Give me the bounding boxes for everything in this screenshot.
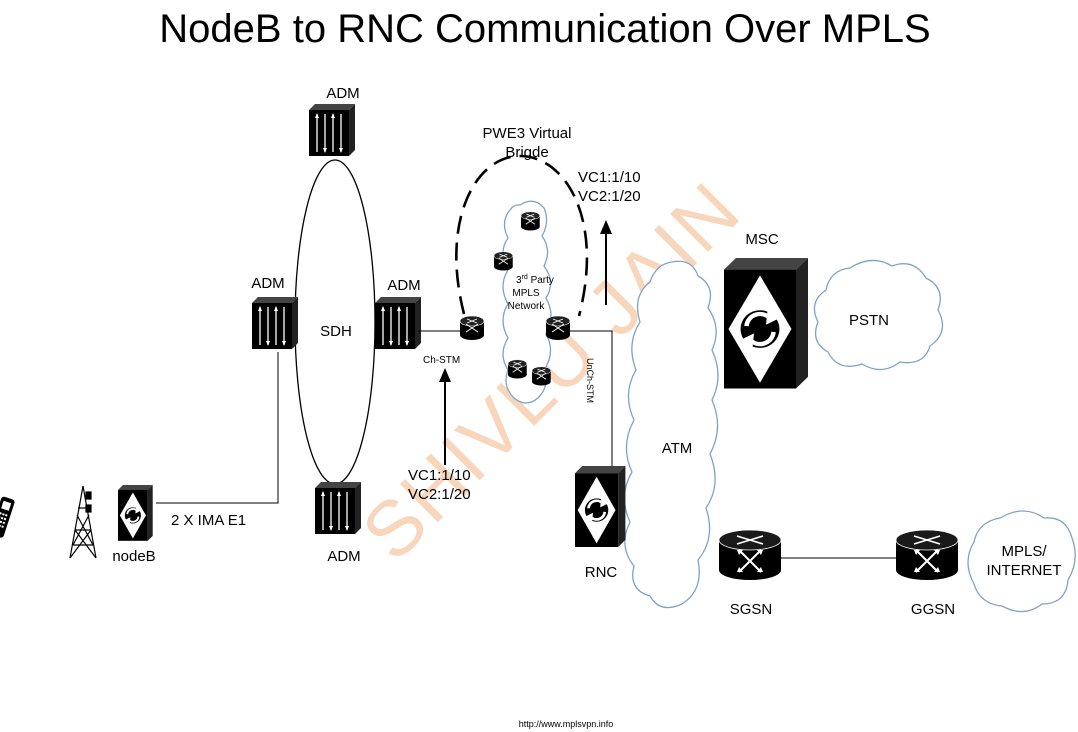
mpls-cloud-label-1: 3rd Party [516,274,554,286]
mpls-cloud-label-3: Network [508,301,546,312]
pstn-label: PSTN [849,312,889,329]
pwe3-virtual-bridge-arc [455,154,589,317]
adm-left-label: ADM [251,275,284,292]
pstn-cloud [813,259,944,371]
vc-right-arrowhead [600,220,612,234]
unch-stm-label: UnCh-STM [585,358,595,403]
ch-stm-label: Ch-STM [423,355,460,366]
ggsn-icon [895,529,959,581]
unch-stm-line [570,330,613,470]
diagram-title: NodeB to RNC Communication Over MPLS [159,7,930,51]
msc-icon [724,258,808,389]
ggsn-label: GGSN [911,601,955,618]
rnc-icon [573,464,627,549]
pe-router-right-icon [545,315,571,341]
footer-url[interactable]: http://www.mplsvpn.info [519,719,614,729]
nodeb-label: nodeB [112,548,155,565]
sgsn-label: SGSN [730,601,773,618]
ima-link-label: 2 X IMA E1 [171,512,246,529]
internet-label-1: MPLS/ [1001,543,1047,560]
internet-label-2: INTERNET [987,562,1062,579]
mpls-cloud-label-2: MPLS [512,288,540,299]
mobile-phone-icon [0,496,15,538]
sdh-label: SDH [320,323,352,340]
adm-top-icon [308,103,356,157]
router-icon [507,359,528,379]
adm-bottom-label: ADM [327,548,360,565]
internet-cloud [967,510,1076,613]
vc-left-arrowhead [439,368,451,382]
vc-left-line1: VC1:1/10 [408,467,471,484]
router-icon [520,211,541,231]
msc-label: MSC [745,231,779,248]
adm-left-icon [251,296,299,350]
sgsn-icon [718,529,782,581]
atm-label: ATM [662,440,693,457]
atm-cloud [623,260,719,609]
adm-right-icon [374,296,422,350]
pwe3-label-1: PWE3 Virtual [483,125,572,142]
adm-bottom-icon [314,481,362,535]
adm-top-label: ADM [326,85,359,102]
vc-left-line2: VC2:1/20 [408,486,471,503]
router-icon [493,251,514,271]
pwe3-label-2: Brigde [505,144,548,161]
adm-right-label: ADM [387,277,420,294]
nodeb-icon [117,484,154,542]
cell-tower-icon [69,485,97,559]
rnc-label: RNC [585,564,618,581]
vc-right-line2: VC2:1/20 [578,188,641,205]
router-icon [531,366,552,386]
ima-link-line [156,352,279,504]
pe-router-left-icon [459,315,485,341]
vc-right-line1: VC1:1/10 [578,169,641,186]
sdh-ring [294,159,376,485]
